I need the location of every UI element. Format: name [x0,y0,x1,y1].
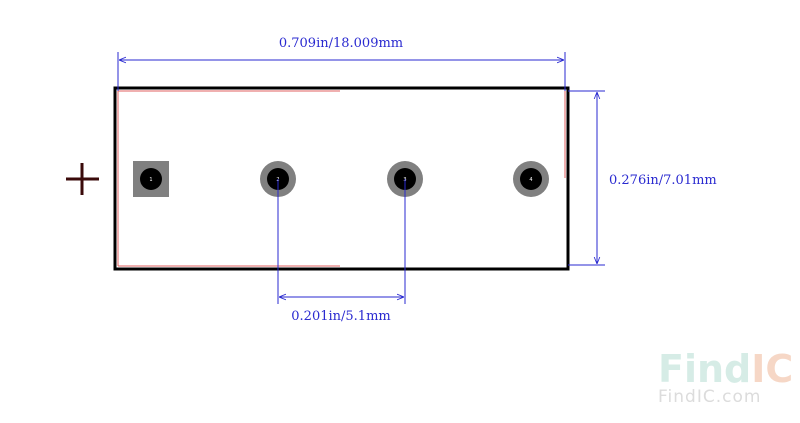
pad-1: 1 [133,161,169,197]
pitch-dimension [277,179,406,304]
svg-text:FindIC: FindIC [658,347,793,391]
pad-4: 4 [513,161,549,197]
height-dimension-label: 0.276in/7.01mm [609,173,717,188]
courtyard-outline [117,90,566,267]
watermark-find: Find [658,347,751,391]
pad-1-number: 1 [149,177,152,183]
pitch-dimension-label: 0.201in/5.1mm [291,309,390,324]
component-outline [113,86,570,271]
height-dimension [568,90,605,266]
width-dimension [117,52,566,91]
origin-cross-icon [66,163,99,195]
pad-4-number: 4 [529,177,532,183]
watermark-ic: IC [751,347,793,391]
width-dimension-label: 0.709in/18.009mm [279,36,403,51]
watermark-url: FindIC.com [658,387,761,407]
findic-watermark-logo: FindIC FindIC.com [658,347,793,407]
